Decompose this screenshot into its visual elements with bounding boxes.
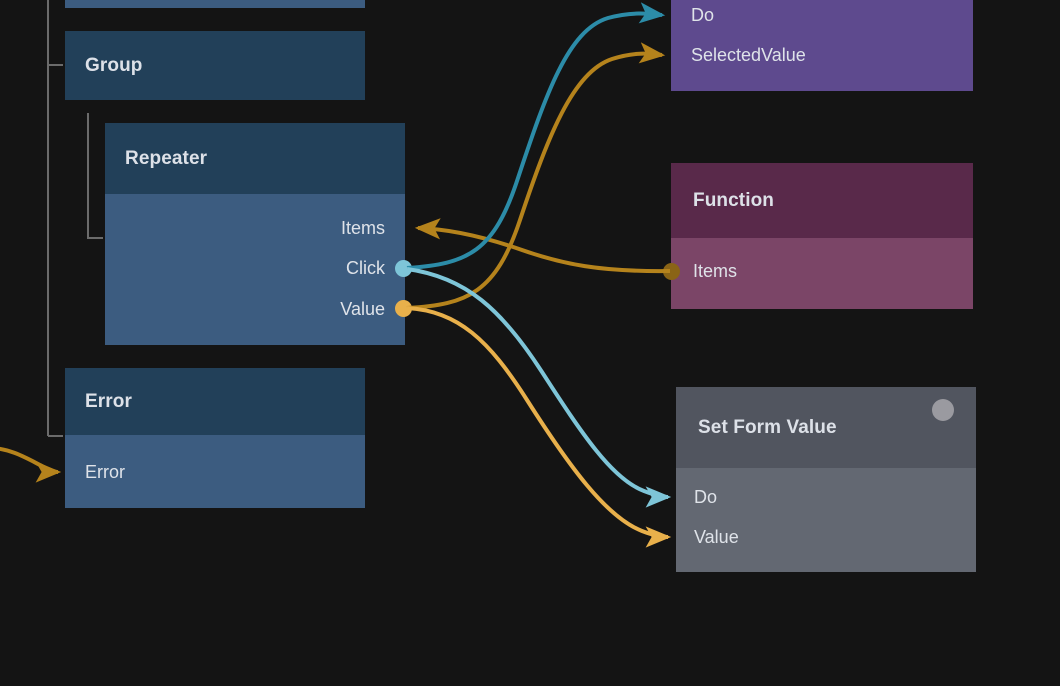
node-function-title: Function	[693, 189, 775, 211]
partial-node-top[interactable]	[65, 0, 365, 8]
node-purple-dropdown[interactable]	[671, 0, 973, 91]
port-dropdown-do[interactable]: Do	[691, 3, 714, 27]
port-error-error[interactable]: Error	[85, 460, 125, 484]
node-set-form-value-title: Set Form Value	[698, 416, 837, 438]
wire-offscreen-to-error	[0, 446, 62, 483]
wire-repeater-value-to-dropdown-selectedvalue	[406, 42, 666, 310]
port-label-sfv-value: Value	[694, 527, 739, 547]
wire-repeater-value-to-setformvalue-value	[406, 306, 672, 548]
port-setformvalue-do[interactable]: Do	[694, 485, 717, 509]
node-error-header[interactable]: Error	[65, 368, 365, 435]
node-function-header[interactable]: Function	[671, 163, 973, 238]
node-repeater-header[interactable]: Repeater	[105, 123, 405, 194]
port-label-value: Value	[340, 299, 385, 319]
port-dot-click[interactable]	[395, 260, 412, 277]
port-repeater-click[interactable]: Click	[105, 256, 385, 280]
port-label-do: Do	[691, 5, 715, 25]
port-repeater-value[interactable]: Value	[105, 297, 385, 321]
port-dot-value[interactable]	[395, 300, 412, 317]
port-label-error: Error	[85, 462, 125, 482]
node-group-header[interactable]: Group	[65, 31, 365, 100]
port-label-sfv-do: Do	[694, 487, 718, 507]
port-label-click: Click	[346, 258, 385, 278]
wire-function-items-to-repeater-items	[414, 218, 671, 274]
port-label-function-items: Items	[693, 261, 738, 281]
status-dot-icon[interactable]	[932, 399, 954, 421]
wire-repeater-click-to-dropdown-do	[406, 2, 666, 270]
node-group[interactable]: Group	[65, 31, 365, 100]
node-group-title: Group	[85, 54, 143, 76]
node-set-form-value[interactable]: Set Form Value	[676, 387, 976, 572]
node-function[interactable]: Function	[671, 163, 973, 309]
node-repeater[interactable]: Repeater	[105, 123, 405, 345]
tree-inner-branch-repeater	[87, 113, 103, 239]
node-error-title: Error	[85, 390, 132, 412]
node-error[interactable]: Error	[65, 368, 365, 508]
port-label-items: Items	[340, 218, 385, 238]
node-repeater-title: Repeater	[125, 147, 208, 169]
port-repeater-items[interactable]: Items	[105, 216, 385, 240]
port-function-items[interactable]: Items	[693, 259, 737, 283]
port-dot-function-items[interactable]	[663, 263, 680, 280]
node-set-form-value-header[interactable]: Set Form Value	[676, 387, 976, 468]
port-label-selectedvalue: SelectedValue	[691, 45, 806, 65]
wire-repeater-click-to-setformvalue-do	[406, 267, 672, 508]
port-setformvalue-value[interactable]: Value	[694, 525, 739, 549]
port-dropdown-selectedvalue[interactable]: SelectedValue	[691, 43, 806, 67]
